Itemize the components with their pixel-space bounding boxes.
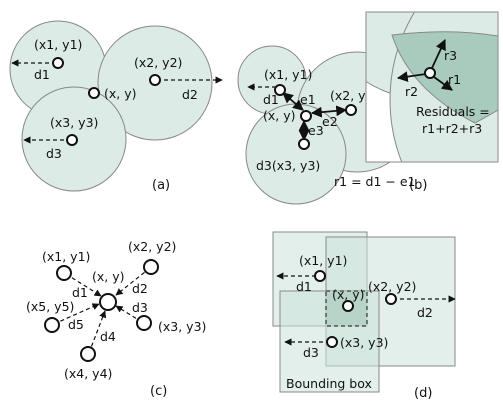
overlap-region — [391, 31, 498, 124]
e1-label: e1 — [300, 92, 316, 107]
unknown-node — [342, 300, 354, 312]
error-e1 — [282, 92, 304, 111]
caption-b: (b) — [409, 178, 427, 193]
r2-label: r2 — [405, 84, 418, 99]
d1-label: d1 — [72, 285, 88, 300]
r1-label: r1 — [448, 72, 461, 87]
d1-label: d1 — [296, 279, 312, 294]
unknown-node-label: (x, y) — [92, 269, 125, 284]
anchor-node-2 — [143, 259, 159, 275]
d4-label: d4 — [100, 329, 116, 344]
d5-label: d5 — [68, 317, 84, 332]
d2-label: d2 — [417, 305, 433, 320]
unknown-node-label: (x, y) — [263, 108, 296, 123]
distance-d4 — [88, 310, 107, 354]
d3-label: d3 — [132, 300, 148, 315]
panel-a: (x1, y1) (x2, y2) (x3, y3) (x, y) d1 d2 … — [9, 20, 223, 193]
bounding-box-label: Bounding box — [286, 376, 372, 391]
anchor-node-3 — [326, 336, 338, 348]
d2-label: d2 — [132, 281, 148, 296]
caption-d: (d) — [414, 386, 432, 401]
unknown-node — [300, 110, 312, 122]
d3-label: d3 — [46, 146, 62, 161]
d1-label: d1 — [34, 67, 50, 82]
e3-label: e3 — [308, 123, 324, 138]
caption-c: (c) — [150, 384, 167, 399]
residual-r1 — [433, 76, 453, 91]
anchor-1-label: (x1, y1) — [299, 253, 347, 268]
distance-d3 — [115, 305, 143, 323]
anchor-node-4 — [80, 346, 96, 362]
panel-b: (x1, y1) (x2, y2) d3(x3, y3) (x, y) d1 e… — [237, 11, 499, 205]
anchor-node-2 — [149, 74, 161, 86]
anchor-node-2 — [345, 104, 357, 116]
unknown-node-label: (x, y) — [104, 86, 137, 101]
anchor-4-label: (x4, y4) — [64, 366, 112, 381]
anchor-node-3 — [66, 134, 78, 146]
zoom-inset: r3 r2 r1 Residuals = r1+r2+r3 — [365, 11, 499, 163]
d3-label: d3 — [303, 345, 319, 360]
unknown-node-label: (x, y) — [332, 287, 365, 302]
anchor-2-label: (x2, y2) — [368, 279, 416, 294]
anchor-node-1 — [274, 84, 286, 96]
unknown-node — [99, 293, 117, 311]
anchor-3-label: (x3, y3) — [158, 319, 206, 334]
e2-label: e2 — [322, 114, 338, 129]
anchor-node-5 — [44, 317, 60, 333]
residual-r2 — [396, 71, 427, 82]
anchor-3-label: (x3, y3) — [340, 335, 388, 350]
residuals-label: Residuals = — [416, 104, 490, 119]
anchor-node-1 — [52, 57, 64, 69]
caption-a: (a) — [152, 178, 170, 193]
d2-label: d2 — [182, 87, 198, 102]
anchor-2-label: (x2, y2) — [128, 239, 176, 254]
anchor-node-2 — [385, 293, 397, 305]
r3-label: r3 — [444, 48, 457, 63]
distance-d2 — [115, 267, 151, 296]
panel-c: (x1, y1) (x2, y2) (x3, y3) (x4, y4) (x5,… — [26, 239, 206, 399]
anchor-1-label: (x1, y1) — [264, 67, 312, 82]
residual-r3 — [431, 39, 446, 69]
distance-d5 — [53, 303, 100, 325]
unknown-node — [88, 87, 100, 99]
d1-label: d1 — [263, 92, 279, 107]
anchor-5-label: (x5, y5) — [26, 299, 74, 314]
anchor-3-label: d3(x3, y3) — [256, 158, 320, 173]
anchor-1-label: (x1, y1) — [34, 37, 82, 52]
anchor-node-3 — [298, 138, 310, 150]
estimated-node — [424, 67, 436, 79]
anchor-3-label: (x3, y3) — [50, 115, 98, 130]
anchor-2-label: (x2, y2) — [134, 55, 182, 70]
panel-d: (x1, y1) (x2, y2) (x3, y3) (x, y) d1 d2 … — [272, 231, 456, 401]
anchor-node-3 — [136, 315, 152, 331]
anchor-node-1 — [314, 270, 326, 282]
residuals-sum: r1+r2+r3 — [422, 121, 482, 136]
anchor-node-1 — [56, 265, 72, 281]
error-e2 — [310, 105, 348, 118]
residual-formula: r1 = d1 − e1 — [334, 174, 415, 189]
anchor-1-label: (x1, y1) — [42, 249, 90, 264]
